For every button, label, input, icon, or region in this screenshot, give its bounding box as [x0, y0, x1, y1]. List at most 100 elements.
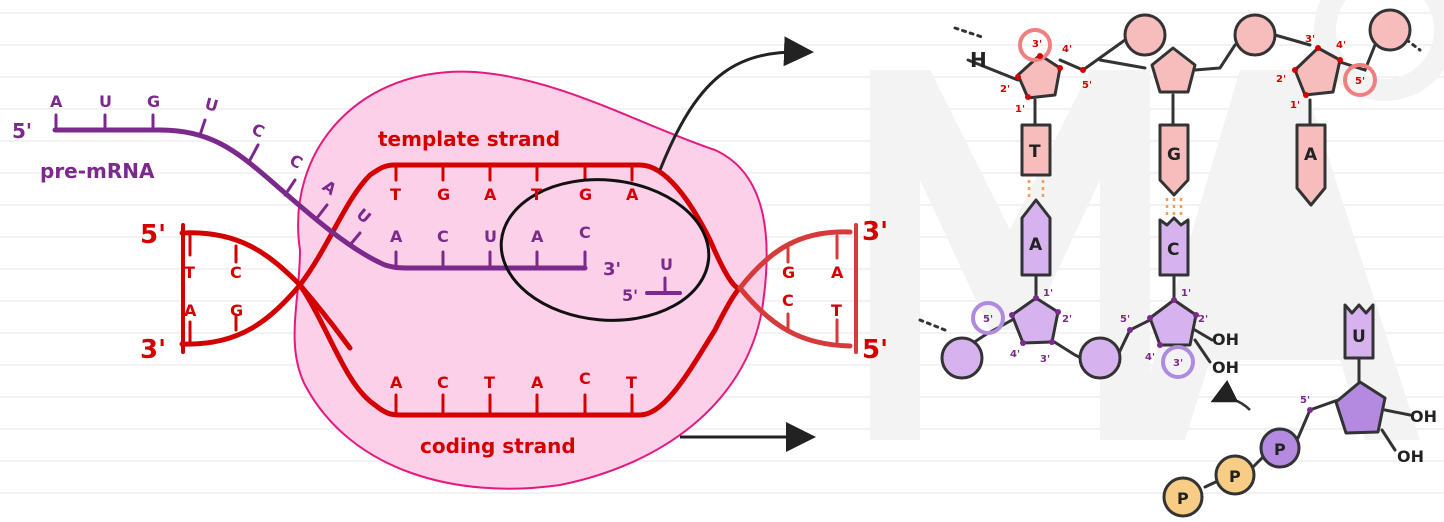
rna-base-shapes	[1020, 198, 1375, 360]
rna-base-u: U	[99, 92, 112, 111]
oh-label: OH	[1397, 447, 1424, 466]
left-helix-c: C	[230, 263, 242, 282]
rna-phosphate-circles	[940, 336, 1122, 380]
rna-five-prime-highlight	[971, 301, 1005, 335]
coding-base-t: T	[626, 373, 637, 392]
phosphate-label: P	[1274, 440, 1286, 459]
template-base-a: A	[626, 185, 639, 204]
rna-base-a-label: A	[1029, 235, 1043, 255]
oh-label: OH	[1212, 330, 1239, 349]
dna-three-prime-highlight	[1018, 28, 1052, 62]
coding-base-a: A	[390, 373, 403, 392]
new-sugar	[1334, 380, 1387, 435]
right-helix-t: T	[831, 301, 842, 320]
dna-five-prime-highlight	[1343, 63, 1377, 97]
dna-sugars	[1016, 46, 1342, 100]
left-helix-a: A	[184, 301, 197, 320]
template-strand-line	[297, 162, 743, 291]
dna-c1-label: 1'	[1015, 104, 1025, 115]
dna-highlights	[1018, 28, 1377, 97]
rna-base-a: A	[50, 92, 63, 111]
coding-base-a: A	[531, 373, 544, 392]
phosphate-label: P	[1229, 467, 1241, 486]
rna-base-c-label: C	[1167, 240, 1179, 260]
highlight-circle	[499, 178, 711, 322]
rna-paired-a: A	[390, 227, 403, 246]
pre-mrna-five-prime: 5'	[12, 119, 32, 143]
right-labels: H T G A A C U OH OH OH OH P P P	[970, 48, 1437, 508]
left-helix-t: T	[184, 263, 195, 282]
rna-three-prime-highlight	[1161, 345, 1195, 379]
incoming-base-u: U	[660, 255, 673, 274]
dna-backbone	[953, 26, 1422, 127]
template-strand-label: template strand	[378, 127, 560, 151]
right-helix-three-prime: 3'	[862, 217, 888, 247]
dna-base-letters: T G A T G A A C T A C T T C A G G A C T	[184, 185, 844, 392]
template-base-t: T	[390, 185, 401, 204]
rna-c1-label: 1'	[1181, 288, 1191, 299]
new-base-u-shape	[1343, 303, 1375, 360]
right-helix-a: A	[831, 263, 844, 282]
phosphate-label: P	[1177, 489, 1189, 508]
incoming-nucleotide	[645, 276, 682, 295]
rna-c2-label: 2'	[1198, 314, 1208, 325]
dna-base-g-label: G	[1167, 145, 1181, 165]
dna-base-shapes	[1020, 123, 1327, 207]
dna-base-t-label: T	[1029, 142, 1041, 162]
rna-base-c: C	[249, 119, 268, 141]
right-dna-helix	[737, 223, 858, 354]
rna-paired-c: C	[579, 223, 591, 242]
pre-mrna-strand	[52, 113, 588, 271]
rna-sugar-2	[1148, 298, 1198, 347]
oh-label: OH	[1410, 407, 1437, 426]
rna-c4-label: 4'	[1145, 352, 1155, 363]
new-base-u-label: U	[1352, 327, 1366, 347]
rna-c3-label: 3'	[1040, 354, 1050, 365]
rna-c1-label: 1'	[1043, 288, 1053, 299]
rna-c3-label: 3'	[1173, 358, 1183, 369]
rna-c5-label: 5'	[983, 314, 993, 325]
rna-three-prime: 3'	[603, 259, 621, 280]
rna-phosphate-1	[940, 336, 984, 380]
dna-c2-label: 2'	[1276, 74, 1286, 85]
dna-base-a-label: A	[1304, 145, 1318, 165]
rna-c4-label: 4'	[1010, 349, 1020, 360]
rna-base-u: U	[203, 94, 220, 116]
dna-base-g-shape	[1158, 123, 1190, 197]
left-labels: 5' pre-mRNA template strand coding stran…	[12, 119, 888, 458]
carbon-dots	[1009, 45, 1343, 413]
oh-label: OH	[1212, 358, 1239, 377]
dna-carbon-labels: 3' 4' 2' 1' 5' 3' 4' 2' 1' 5'	[1000, 34, 1365, 115]
rna-c5-label: 5'	[1120, 314, 1130, 325]
transcription-bubble	[293, 70, 768, 490]
dna-sugar-2	[1150, 46, 1197, 94]
rna-paired-u: U	[484, 227, 497, 246]
left-helix-g: G	[230, 301, 243, 320]
right-helix-c: C	[782, 291, 794, 310]
beta-phosphate	[1214, 454, 1256, 496]
rna-base-g: G	[147, 92, 160, 111]
left-helix-three-prime: 3'	[140, 335, 166, 365]
left-helix-five-prime: 5'	[140, 220, 166, 250]
h-label: H	[970, 48, 987, 72]
rna-highlights	[971, 301, 1195, 379]
rna-base-c: C	[286, 150, 306, 172]
right-helix-five-prime: 5'	[862, 335, 888, 365]
rna-sugars	[1010, 296, 1387, 435]
dna-c1-label: 1'	[1290, 100, 1300, 111]
rna-phosphate-2	[1078, 336, 1122, 380]
dna-base-a-shape	[1295, 123, 1327, 207]
dna-phosphate-2	[1233, 13, 1277, 57]
rna-base-c-shape	[1158, 216, 1190, 277]
dna-c2-label: 2'	[1000, 84, 1010, 95]
template-base-g: G	[437, 185, 450, 204]
dna-c3-label: 3'	[1305, 34, 1315, 45]
template-base-t: T	[531, 185, 542, 204]
new-c5-label: 5'	[1300, 395, 1310, 406]
alpha-phosphate	[1259, 427, 1301, 469]
incoming-five-prime: 5'	[622, 286, 638, 305]
dna-c4-label: 4'	[1062, 44, 1072, 55]
hydrogen-bonds	[1027, 180, 1183, 215]
gamma-phosphate	[1162, 476, 1204, 518]
